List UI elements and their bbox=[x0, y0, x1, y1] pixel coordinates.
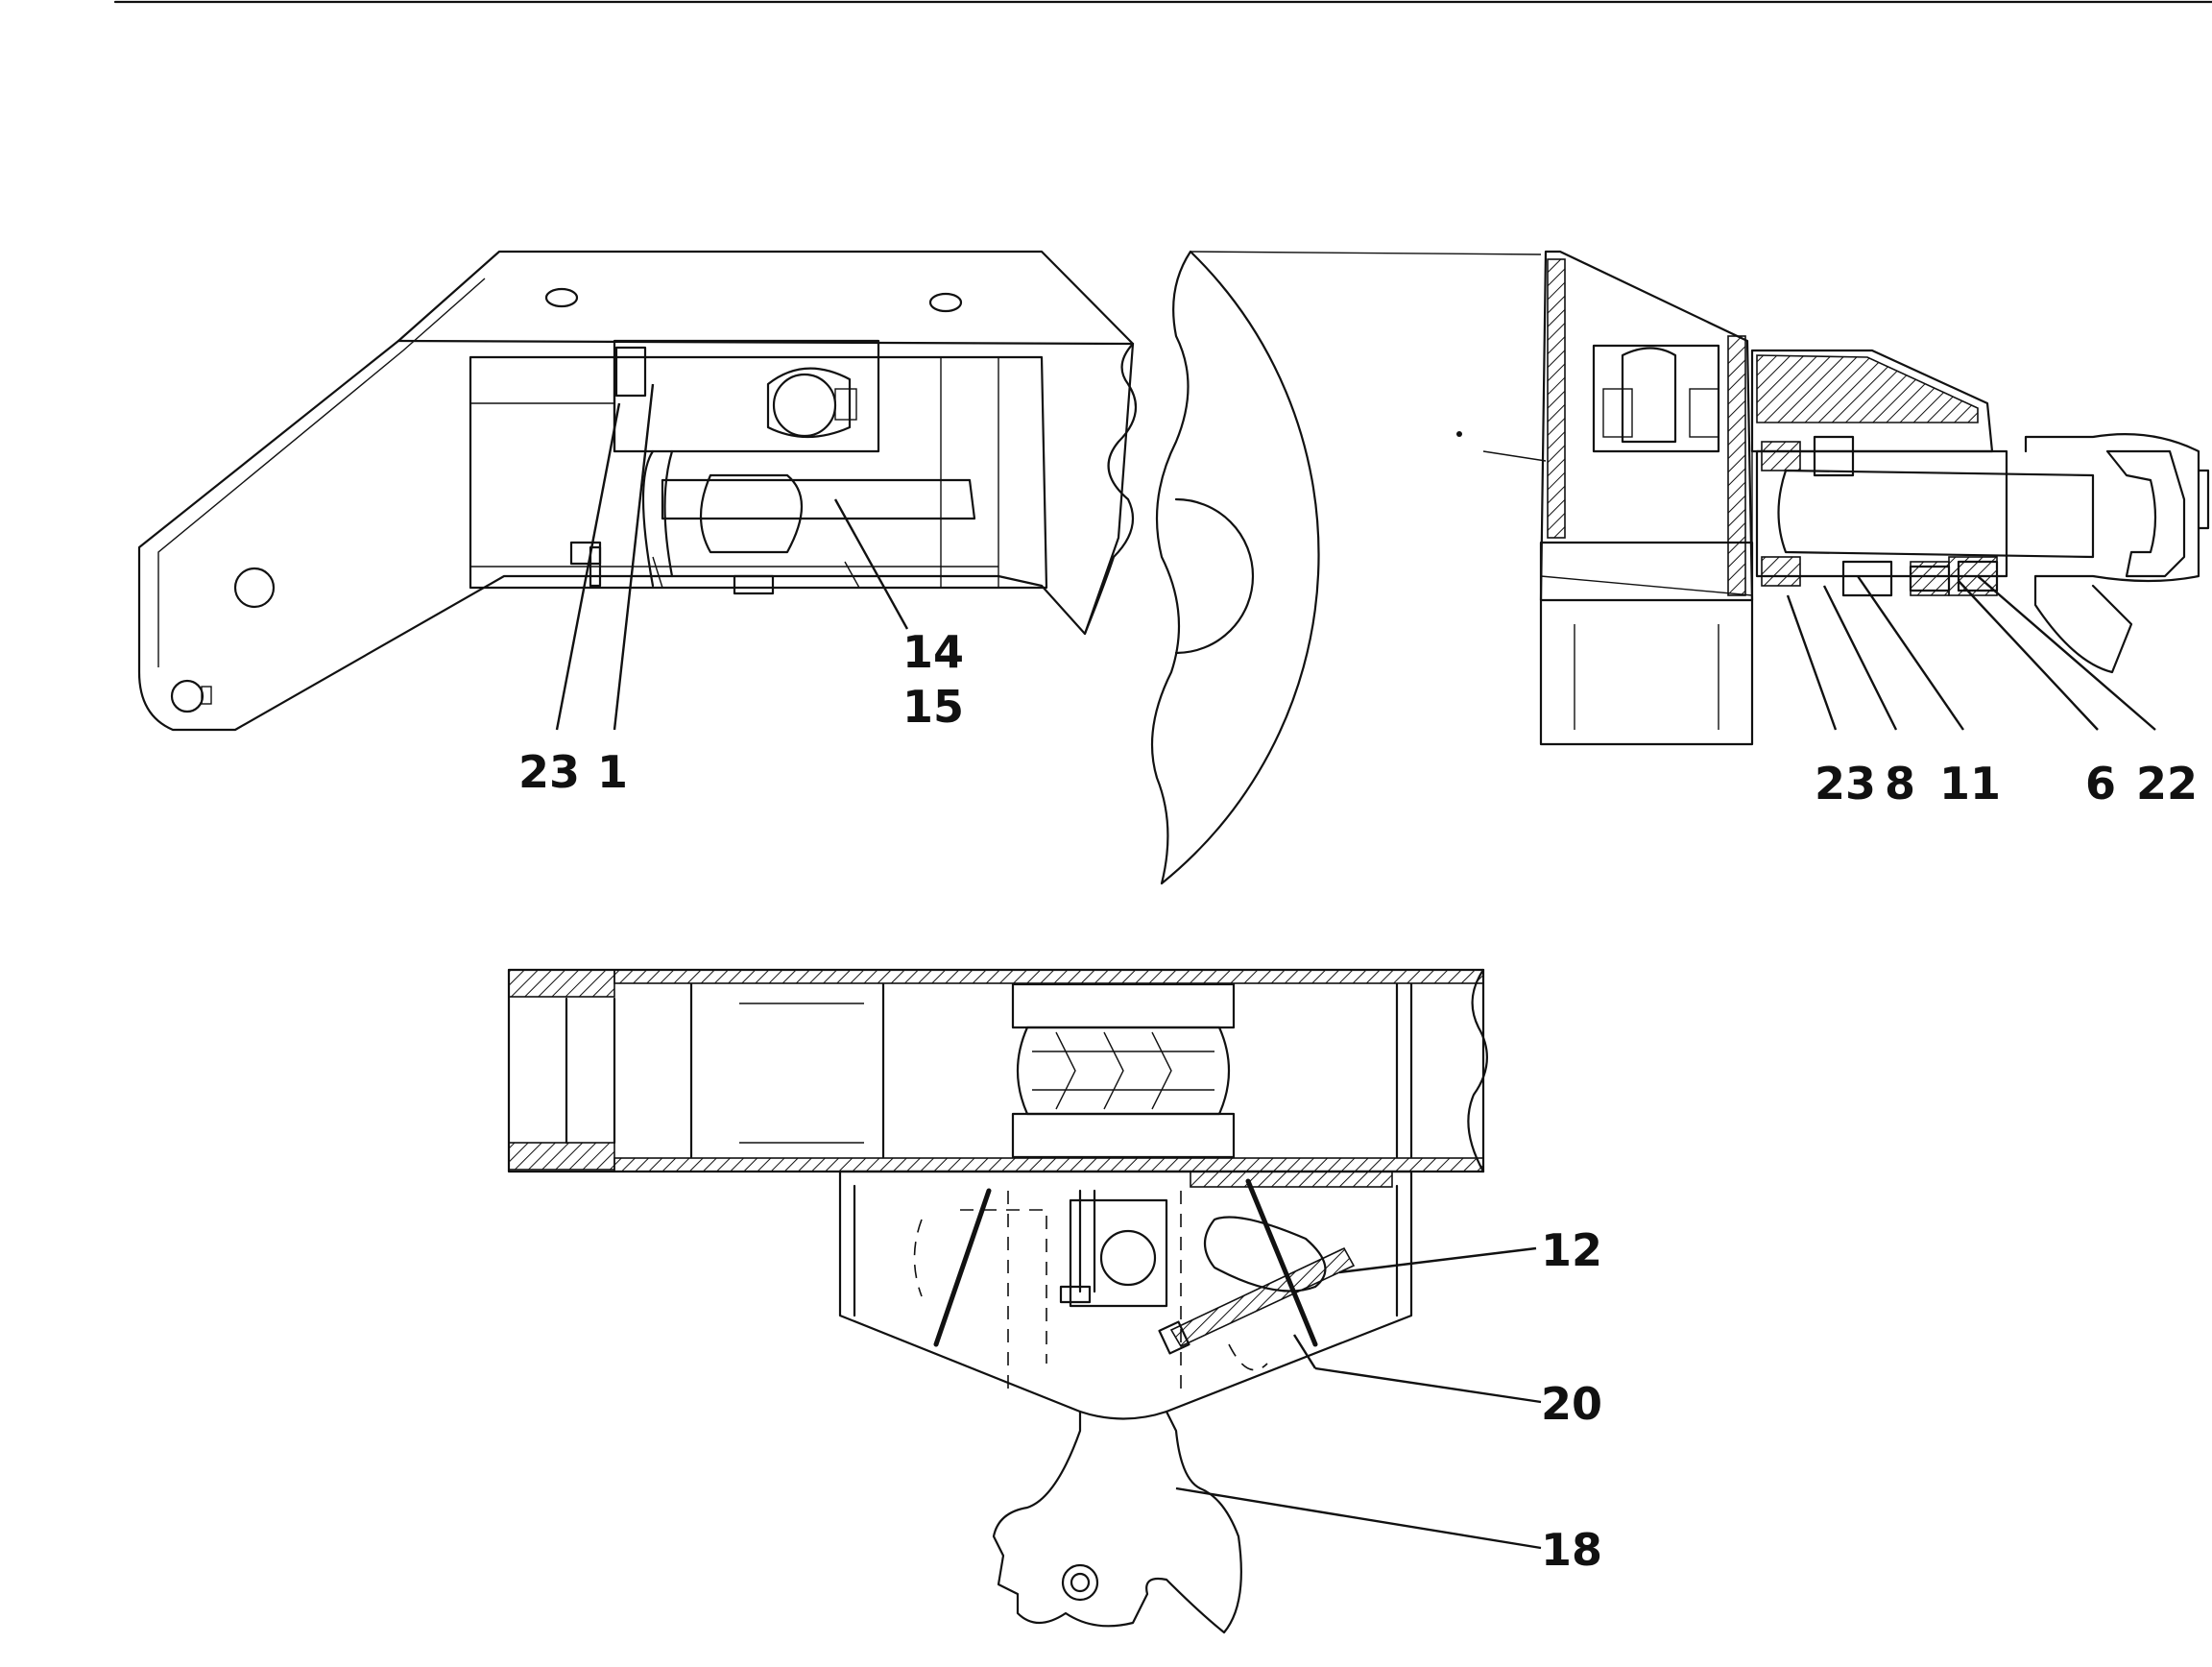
callout-11: 11 bbox=[1939, 758, 2001, 809]
view-left-bracket bbox=[137, 250, 1138, 732]
callout-1: 1 bbox=[597, 746, 628, 798]
callout-14: 14 bbox=[902, 626, 964, 678]
pin-hole bbox=[233, 567, 276, 609]
callout-8: 8 bbox=[1885, 758, 1915, 809]
callout-12: 12 bbox=[1541, 1224, 1602, 1276]
callout-23-right: 23 bbox=[1815, 758, 1876, 809]
callout-6: 6 bbox=[2085, 758, 2116, 809]
view-disc-section bbox=[1150, 250, 1547, 885]
view-right-shaft bbox=[1539, 250, 2210, 746]
callout-23-left: 23 bbox=[518, 746, 580, 798]
callout-22: 22 bbox=[2136, 758, 2198, 809]
view-bottom-frame bbox=[507, 968, 1542, 1634]
callout-18: 18 bbox=[1541, 1524, 1602, 1576]
callout-15: 15 bbox=[902, 681, 964, 733]
callout-20: 20 bbox=[1541, 1378, 1602, 1430]
